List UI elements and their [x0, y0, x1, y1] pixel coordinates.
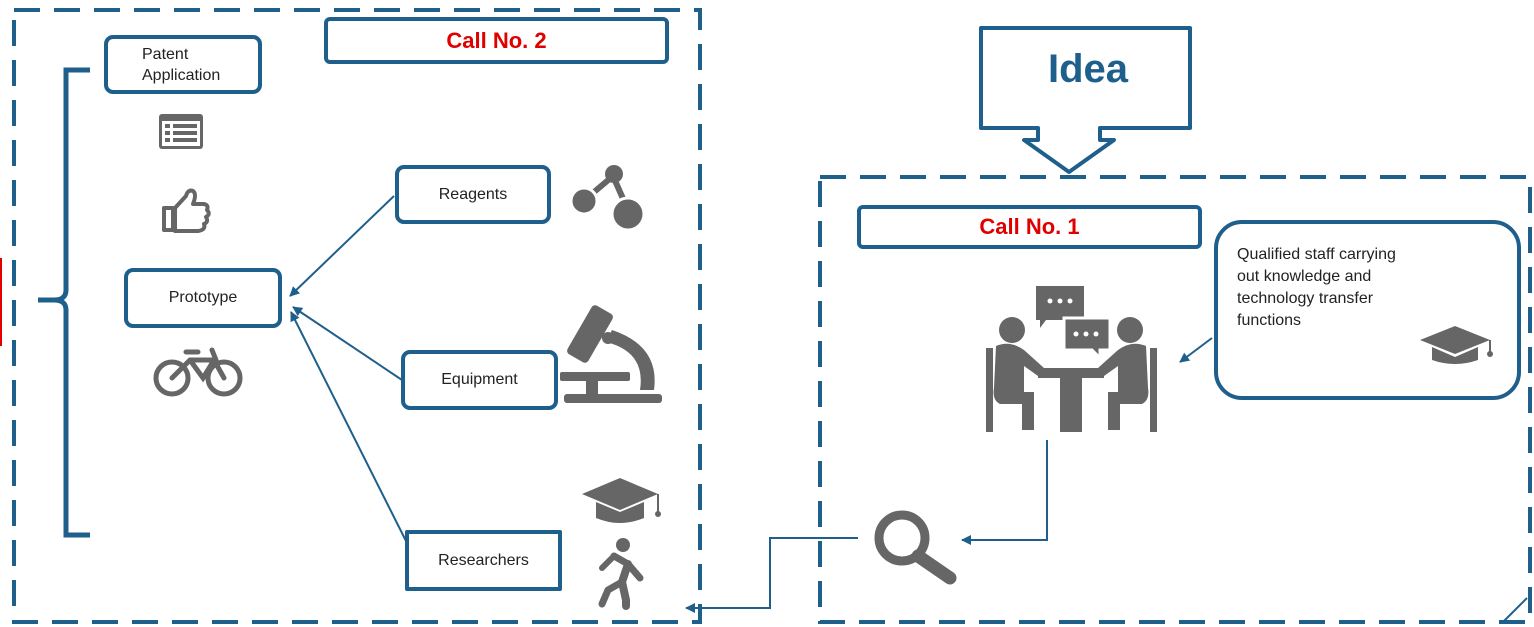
microscope-icon [560, 305, 662, 403]
equipment-label: Equipment [441, 371, 518, 388]
researchers-box: Researchers [405, 530, 562, 591]
staff-line: out knowledge and [1237, 268, 1372, 285]
bicycle-icon [153, 347, 243, 397]
patent-line-1: Patent [142, 45, 189, 63]
patent-application-box: Patent Application [104, 35, 262, 94]
call-2-text: Call No. 2 [446, 27, 547, 53]
arrow-magnifier-call2 [685, 537, 858, 613]
staff-line: functions [1237, 312, 1302, 329]
prototype-box: Prototype [124, 268, 282, 328]
prototype-label: Prototype [168, 289, 238, 306]
thumbs-up-icon [162, 188, 211, 233]
call-1-label: Call No. 1 [857, 205, 1202, 249]
arrow-reagents-prototype [289, 195, 395, 297]
reagents-box: Reagents [395, 165, 551, 224]
call-1-text: Call No. 1 [979, 214, 1080, 239]
staff-description: Qualified staff carrying out knowledge a… [1237, 244, 1447, 332]
graduation-cap-icon [582, 478, 661, 523]
running-person-icon [598, 538, 644, 610]
equipment-box: Equipment [401, 350, 558, 410]
meeting-icon [986, 286, 1157, 432]
patent-line-2: Application [142, 66, 221, 84]
call-2-label: Call No. 2 [324, 17, 669, 64]
resource-arrows [289, 195, 1213, 613]
magnifier-icon [874, 510, 957, 585]
researchers-label: Researchers [438, 551, 529, 569]
call-1-frame [818, 175, 1532, 624]
call-2-frame [12, 8, 702, 624]
corner-mark [1502, 597, 1528, 623]
arrow-staff-meeting [1179, 337, 1213, 363]
staff-cap-icon [1420, 326, 1493, 364]
left-edge-marker [0, 258, 2, 346]
idea-callout [979, 26, 1192, 174]
staff-line: technology transfer [1237, 290, 1374, 307]
arrow-researchers-prototype [290, 311, 409, 546]
reagents-label: Reagents [438, 185, 508, 203]
arrow-equipment-prototype [292, 306, 403, 381]
molecule-icon [569, 165, 646, 232]
left-bracket [38, 67, 90, 538]
idea-label: Idea [1047, 47, 1129, 91]
arrow-meeting-magnifier [961, 440, 1048, 545]
staff-line: Qualified staff carrying [1237, 246, 1396, 263]
list-icon [159, 114, 203, 149]
